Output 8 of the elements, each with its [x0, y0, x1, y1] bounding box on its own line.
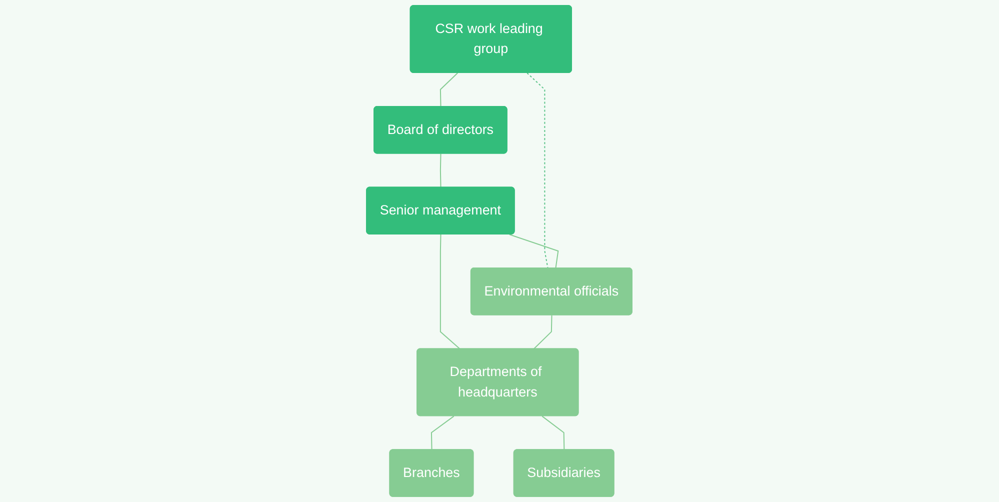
connector [510, 234, 559, 268]
connector [440, 72, 458, 107]
connector [542, 416, 565, 450]
connector [431, 416, 454, 450]
connector [440, 154, 442, 188]
connector [527, 72, 549, 268]
connector [534, 315, 553, 350]
connector [440, 234, 460, 350]
